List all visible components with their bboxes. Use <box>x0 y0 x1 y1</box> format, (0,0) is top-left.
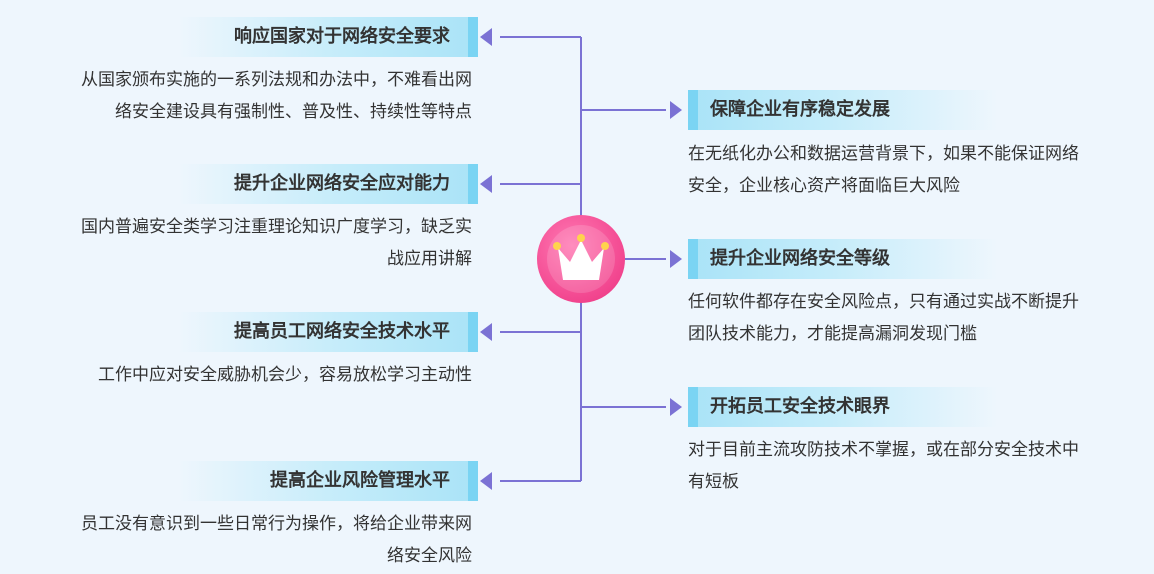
right-arrow-1 <box>670 101 682 119</box>
topic-title: 提高员工网络安全技术水平 <box>234 321 450 342</box>
topic-security-level: 提升企业网络安全等级 <box>688 239 998 279</box>
left-arrow-3 <box>480 323 492 341</box>
topic-broaden-horizons: 开拓员工安全技术眼界 <box>688 387 998 427</box>
topic-stable-development: 保障企业有序稳定发展 <box>688 90 998 130</box>
topic-description: 任何软件都存在安全风险点，只有通过实战不断提升 团队技术能力，才能提高漏洞发现门… <box>688 286 1150 350</box>
left-arrow-4 <box>480 472 492 490</box>
topic-accent-bar <box>688 239 698 279</box>
topic-description: 工作中应对安全威胁机会少，容易放松学习主动性 <box>10 359 472 391</box>
topic-description: 员工没有意识到一些日常行为操作，将给企业带来网 络安全风险 <box>10 508 472 572</box>
description-line: 工作中应对安全威胁机会少，容易放松学习主动性 <box>98 365 472 385</box>
topic-title: 保障企业有序稳定发展 <box>710 99 890 120</box>
description-line: 战应用讲解 <box>387 249 472 269</box>
topic-description: 国内普遍安全类学习注重理论知识广度学习，缺乏实 战应用讲解 <box>10 211 472 275</box>
description-line: 络安全建设具有强制性、普及性、持续性等特点 <box>115 102 472 122</box>
topic-title: 提升企业网络安全应对能力 <box>234 173 450 194</box>
topic-accent-bar <box>468 312 478 352</box>
topic-accent-bar <box>468 17 478 57</box>
topic-risk-management: 提高企业风险管理水平 <box>178 461 478 501</box>
topic-title: 提高企业风险管理水平 <box>270 470 450 491</box>
description-line: 络安全风险 <box>387 546 472 566</box>
topic-title: 开拓员工安全技术眼界 <box>710 396 890 417</box>
description-line: 对于目前主流攻防技术不掌握，或在部分安全技术中 <box>688 440 1079 460</box>
topic-title: 响应国家对于网络安全要求 <box>234 26 450 47</box>
crown-icon <box>553 234 609 280</box>
topic-employee-skills: 提高员工网络安全技术水平 <box>178 312 478 352</box>
topic-accent-bar <box>688 90 698 130</box>
topic-title: 提升企业网络安全等级 <box>710 248 890 269</box>
description-line: 任何软件都存在安全风险点，只有通过实战不断提升 <box>688 292 1079 312</box>
left-arrow-2 <box>480 175 492 193</box>
description-line: 安全，企业核心资产将面临巨大风险 <box>688 176 960 196</box>
description-line: 国内普遍安全类学习注重理论知识广度学习，缺乏实 <box>81 217 472 237</box>
description-line: 团队技术能力，才能提高漏洞发现门槛 <box>688 324 977 344</box>
topic-description: 在无纸化办公和数据运营背景下，如果不能保证网络 安全，企业核心资产将面临巨大风险 <box>688 138 1150 202</box>
right-arrow-3 <box>670 398 682 416</box>
left-arrow-1 <box>480 28 492 46</box>
right-arrow-2 <box>670 250 682 268</box>
topic-accent-bar <box>468 461 478 501</box>
topic-accent-bar <box>688 387 698 427</box>
description-line: 从国家颁布实施的一系列法规和办法中，不难看出网 <box>81 70 472 90</box>
topic-national-requirements: 响应国家对于网络安全要求 <box>178 17 478 57</box>
topic-response-capability: 提升企业网络安全应对能力 <box>178 164 478 204</box>
description-line: 员工没有意识到一些日常行为操作，将给企业带来网 <box>81 514 472 534</box>
description-line: 在无纸化办公和数据运营背景下，如果不能保证网络 <box>688 144 1079 164</box>
topic-description: 对于目前主流攻防技术不掌握，或在部分安全技术中 有短板 <box>688 434 1150 498</box>
description-line: 有短板 <box>688 472 739 492</box>
topic-description: 从国家颁布实施的一系列法规和办法中，不难看出网 络安全建设具有强制性、普及性、持… <box>10 64 472 128</box>
topic-accent-bar <box>468 164 478 204</box>
